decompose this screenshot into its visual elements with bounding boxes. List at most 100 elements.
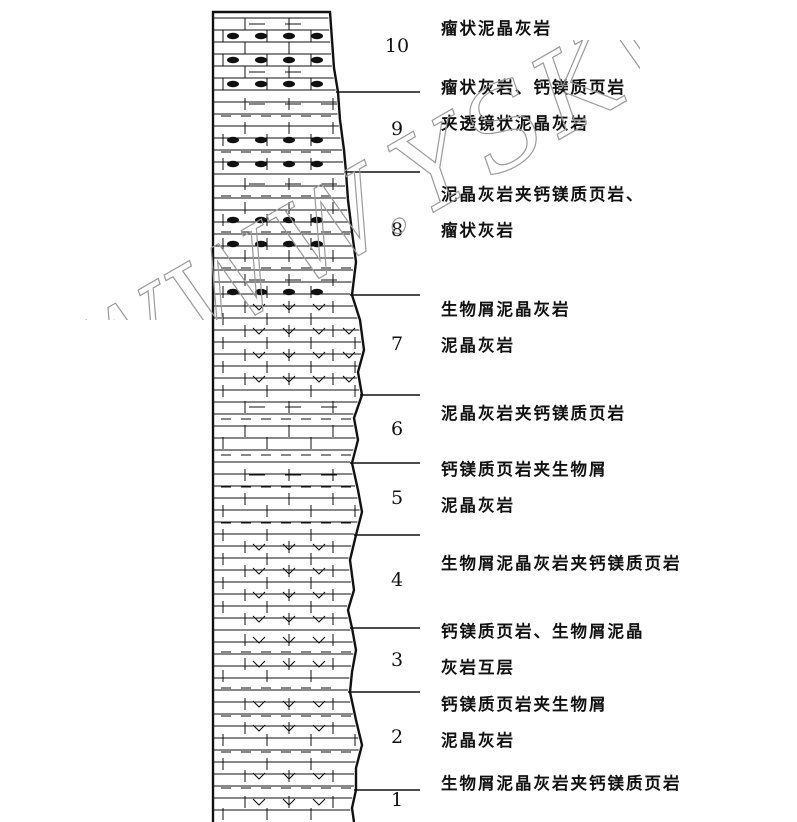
nodule-mark <box>227 136 239 144</box>
layer-number: 2 <box>390 726 404 748</box>
layer-description: 生物屑泥晶灰岩夹钙镁质页岩 <box>441 546 682 582</box>
bioclast-mark <box>252 327 266 335</box>
bioclast-mark <box>342 327 356 335</box>
layer-number: 8 <box>390 219 404 241</box>
description-line: 灰岩互层 <box>441 658 515 677</box>
bioclast-mark <box>282 375 296 383</box>
description-line: 泥晶灰岩 <box>441 336 515 355</box>
description-line: 钙镁质页岩夹生物屑 <box>441 460 608 479</box>
nodule-mark <box>255 160 267 168</box>
description-line: 生物屑泥晶灰岩 <box>441 300 571 319</box>
description-line: 瘤状灰岩、钙镁质页岩 <box>441 78 626 97</box>
nodule-mark <box>227 288 239 296</box>
nodule-mark <box>283 56 295 64</box>
description-line: 泥晶灰岩 <box>441 731 515 750</box>
nodule-mark <box>255 240 267 248</box>
bioclast-mark <box>342 351 356 359</box>
nodule-mark <box>311 56 323 64</box>
nodule-mark <box>311 240 323 248</box>
layer-description: 钙镁质页岩夹生物屑泥晶灰岩 <box>441 687 608 759</box>
bioclast-mark <box>312 303 326 311</box>
description-line: 瘤状泥晶灰岩 <box>441 19 552 38</box>
bioclast-mark <box>312 660 326 668</box>
bioclast-mark <box>282 327 296 335</box>
nodule-mark <box>283 160 295 168</box>
nodule-mark <box>283 136 295 144</box>
nodule-mark <box>311 136 323 144</box>
bioclast-mark <box>282 724 296 732</box>
nodule-mark <box>283 216 295 224</box>
layer-number: 1 <box>390 789 404 811</box>
nodule-mark <box>227 160 239 168</box>
nodule-mark <box>255 80 267 88</box>
bioclast-mark <box>252 543 266 551</box>
description-line: 生物屑泥晶灰岩夹钙镁质页岩 <box>441 554 682 573</box>
nodule-mark <box>255 288 267 296</box>
nodule-mark <box>311 32 323 40</box>
description-line: 泥晶灰岩夹钙镁质页岩 <box>441 404 626 423</box>
layer-description: 瘤状灰岩、钙镁质页岩夹透镜状泥晶灰岩 <box>441 70 626 142</box>
bioclast-mark <box>342 375 356 383</box>
bioclast-mark <box>282 351 296 359</box>
bioclast-mark <box>252 375 266 383</box>
bioclast-mark <box>312 351 326 359</box>
layer-description: 泥晶灰岩夹钙镁质页岩、瘤状灰岩 <box>441 177 645 249</box>
bioclast-mark <box>312 375 326 383</box>
bioclast-mark <box>252 303 266 311</box>
nodule-mark <box>311 288 323 296</box>
bioclast-mark <box>252 351 266 359</box>
layer-number: 9 <box>390 118 404 140</box>
layer-number: 4 <box>390 569 404 591</box>
bioclast-mark <box>252 636 266 644</box>
layer-description: 生物屑泥晶灰岩夹钙镁质页岩 <box>441 766 682 802</box>
nodule-mark <box>255 216 267 224</box>
nodule-mark <box>227 216 239 224</box>
nodule-mark <box>283 32 295 40</box>
description-line: 钙镁质页岩、生物屑泥晶 <box>441 622 645 641</box>
layer-description: 生物屑泥晶灰岩泥晶灰岩 <box>441 292 571 364</box>
bioclast-mark <box>312 543 326 551</box>
column-outline <box>211 10 366 822</box>
bioclast-mark <box>312 636 326 644</box>
description-line: 生物屑泥晶灰岩夹钙镁质页岩 <box>441 774 682 793</box>
nodule-mark <box>283 240 295 248</box>
bioclast-mark <box>312 615 326 623</box>
bioclast-mark <box>312 591 326 599</box>
bioclast-mark <box>252 660 266 668</box>
bioclast-mark <box>282 700 296 708</box>
bioclast-mark <box>252 567 266 575</box>
bioclast-mark <box>312 327 326 335</box>
description-line: 夹透镜状泥晶灰岩 <box>441 114 589 133</box>
description-line: 瘤状灰岩 <box>441 221 515 240</box>
nodule-mark <box>283 288 295 296</box>
nodule-mark <box>311 216 323 224</box>
bioclast-mark <box>252 615 266 623</box>
bioclast-mark <box>252 798 266 806</box>
layer-number: 5 <box>390 487 404 509</box>
layer-number: 6 <box>390 418 404 440</box>
bioclast-mark <box>282 660 296 668</box>
nodule-mark <box>311 160 323 168</box>
bioclast-mark <box>312 724 326 732</box>
layer-number: 10 <box>384 35 410 57</box>
bioclast-mark <box>312 772 326 780</box>
bioclast-mark <box>312 700 326 708</box>
nodule-mark <box>227 32 239 40</box>
bioclast-mark <box>252 700 266 708</box>
bioclast-mark <box>282 798 296 806</box>
layer-description: 泥晶灰岩夹钙镁质页岩 <box>441 396 626 432</box>
layer-number: 3 <box>390 649 404 671</box>
layer-number: 7 <box>390 333 404 355</box>
description-line: 泥晶灰岩夹钙镁质页岩、 <box>441 185 645 204</box>
bioclast-mark <box>282 303 296 311</box>
nodule-mark <box>255 136 267 144</box>
nodule-mark <box>311 80 323 88</box>
nodule-mark <box>227 56 239 64</box>
bioclast-mark <box>312 567 326 575</box>
bioclast-mark <box>282 772 296 780</box>
nodule-mark <box>255 56 267 64</box>
bioclast-mark <box>282 543 296 551</box>
layer-description: 钙镁质页岩夹生物屑泥晶灰岩 <box>441 452 608 524</box>
bioclast-mark <box>282 636 296 644</box>
